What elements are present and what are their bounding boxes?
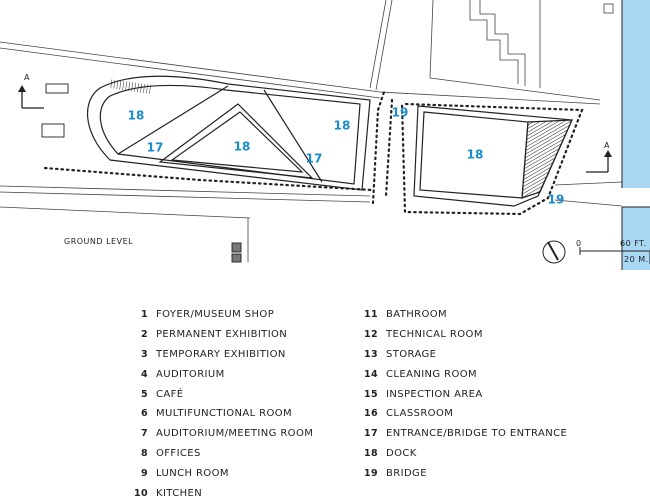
legend-number: 13 — [363, 348, 378, 360]
legend-label: BRIDGE — [386, 467, 427, 479]
legend-item: 15 INSPECTION AREA — [362, 384, 567, 404]
legend-number: 6 — [140, 408, 148, 420]
legend-number: 5 — [140, 388, 148, 400]
legend-label: AUDITORIUM — [156, 368, 225, 380]
legend-label: STORAGE — [386, 348, 437, 360]
legend-label: FOYER/MUSEUM SHOP — [156, 309, 275, 321]
legend-label: AUDITORIUM/MEETING ROOM — [156, 428, 314, 440]
site-plan: A A 18 17 18 18 17 19 18 19 GROUND LEVEL… — [0, 0, 650, 270]
section-marker-label: A — [24, 73, 30, 82]
building-left — [87, 75, 371, 191]
legend-column-2: 11 BATHROOM 12 TECHNICAL ROOM 13 STORAGE 14… — [362, 305, 567, 483]
zone-label-entrance: 17 — [147, 141, 164, 155]
legend-item: 2 PERMANENT EXHIBITION — [132, 325, 313, 345]
scale-feet: 60 FT. — [620, 239, 647, 248]
legend-label: PERMANENT EXHIBITION — [156, 329, 288, 341]
site-elements — [41, 83, 242, 263]
legend-item: 18 DOCK — [362, 444, 567, 464]
legend-item: 17 ENTRANCE/BRIDGE TO ENTRANCE — [362, 424, 567, 444]
legend-number: 9 — [140, 467, 148, 479]
section-marker-left: A — [18, 73, 44, 109]
legend-number: 10 — [133, 487, 148, 499]
legend-number: 17 — [363, 428, 378, 440]
legend-item: 11 BATHROOM — [362, 305, 567, 325]
legend-number: 4 — [140, 368, 148, 380]
scale-meters: 20 M. — [624, 255, 649, 264]
legend-label: OFFICES — [156, 447, 201, 459]
dotted-boundary — [43, 90, 584, 216]
legend-item: 9 LUNCH ROOM — [132, 463, 313, 483]
legend-label: MULTIFUNCTIONAL ROOM — [156, 408, 293, 420]
legend-item: 12 TECHNICAL ROOM — [362, 325, 567, 345]
north-arrow-icon — [542, 240, 566, 264]
legend-item: 16 CLASSROOM — [362, 404, 567, 424]
legend-item: 19 BRIDGE — [362, 463, 567, 483]
legend-number: 18 — [363, 447, 378, 459]
legend-number: 16 — [363, 408, 378, 420]
legend-label: BATHROOM — [386, 309, 448, 321]
section-marker-label: A — [604, 141, 610, 150]
section-marker-right: A — [586, 141, 612, 173]
street-lines — [0, 0, 623, 262]
scale-zero: 0 — [576, 239, 582, 248]
zone-label-dock: 18 — [234, 140, 251, 154]
legend-label: KITCHEN — [156, 487, 203, 499]
legend-label: TEMPORARY EXHIBITION — [156, 348, 286, 360]
building-right — [413, 105, 573, 207]
legend-label: ENTRANCE/BRIDGE TO ENTRANCE — [386, 428, 568, 440]
legend-item: 6 MULTIFUNCTIONAL ROOM — [132, 404, 313, 424]
legend-label: DOCK — [386, 447, 417, 459]
legend-number: 19 — [363, 467, 378, 479]
zone-label-dock: 18 — [467, 148, 484, 162]
water-area — [621, 0, 650, 270]
legend-item: 7 AUDITORIUM/MEETING ROOM — [132, 424, 313, 444]
zone-label-bridge: 19 — [392, 106, 409, 120]
legend-number: 12 — [363, 329, 378, 341]
legend-number: 3 — [140, 348, 148, 360]
legend-item: 13 STORAGE — [362, 345, 567, 365]
legend-item: 14 CLEANING ROOM — [362, 364, 567, 384]
legend-item: 4 AUDITORIUM — [132, 364, 313, 384]
zone-labels: 18 17 18 18 17 19 18 19 — [128, 106, 565, 207]
scale-bar: 0 60 FT. 20 M. — [576, 239, 650, 264]
zone-label-bridge: 19 — [548, 193, 565, 207]
legend-label: INSPECTION AREA — [386, 388, 483, 400]
legend-column-1: 1 FOYER/MUSEUM SHOP 2 PERMANENT EXHIBITION… — [132, 305, 313, 503]
legend-label: TECHNICAL ROOM — [386, 329, 483, 341]
zone-label-dock: 18 — [334, 119, 351, 133]
legend-item: 5 CAFÉ — [132, 384, 313, 404]
legend-number: 1 — [140, 309, 148, 321]
legend-number: 15 — [363, 388, 378, 400]
legend-item: 10 KITCHEN — [132, 483, 313, 503]
legend-item: 8 OFFICES — [132, 444, 313, 464]
legend-number: 7 — [140, 428, 148, 440]
legend-label: CLEANING ROOM — [386, 368, 478, 380]
legend-number: 8 — [140, 447, 148, 459]
legend-item: 1 FOYER/MUSEUM SHOP — [132, 305, 313, 325]
zone-label-entrance: 17 — [306, 152, 323, 166]
legend-label: CLASSROOM — [386, 408, 454, 420]
legend-number: 11 — [363, 309, 378, 321]
zone-label-dock: 18 — [128, 109, 145, 123]
legend-number: 14 — [363, 368, 378, 380]
legend-label: LUNCH ROOM — [156, 467, 229, 479]
floor-label: GROUND LEVEL — [64, 237, 133, 246]
legend-label: CAFÉ — [156, 388, 184, 400]
legend-number: 2 — [140, 329, 148, 341]
legend-item: 3 TEMPORARY EXHIBITION — [132, 345, 313, 365]
